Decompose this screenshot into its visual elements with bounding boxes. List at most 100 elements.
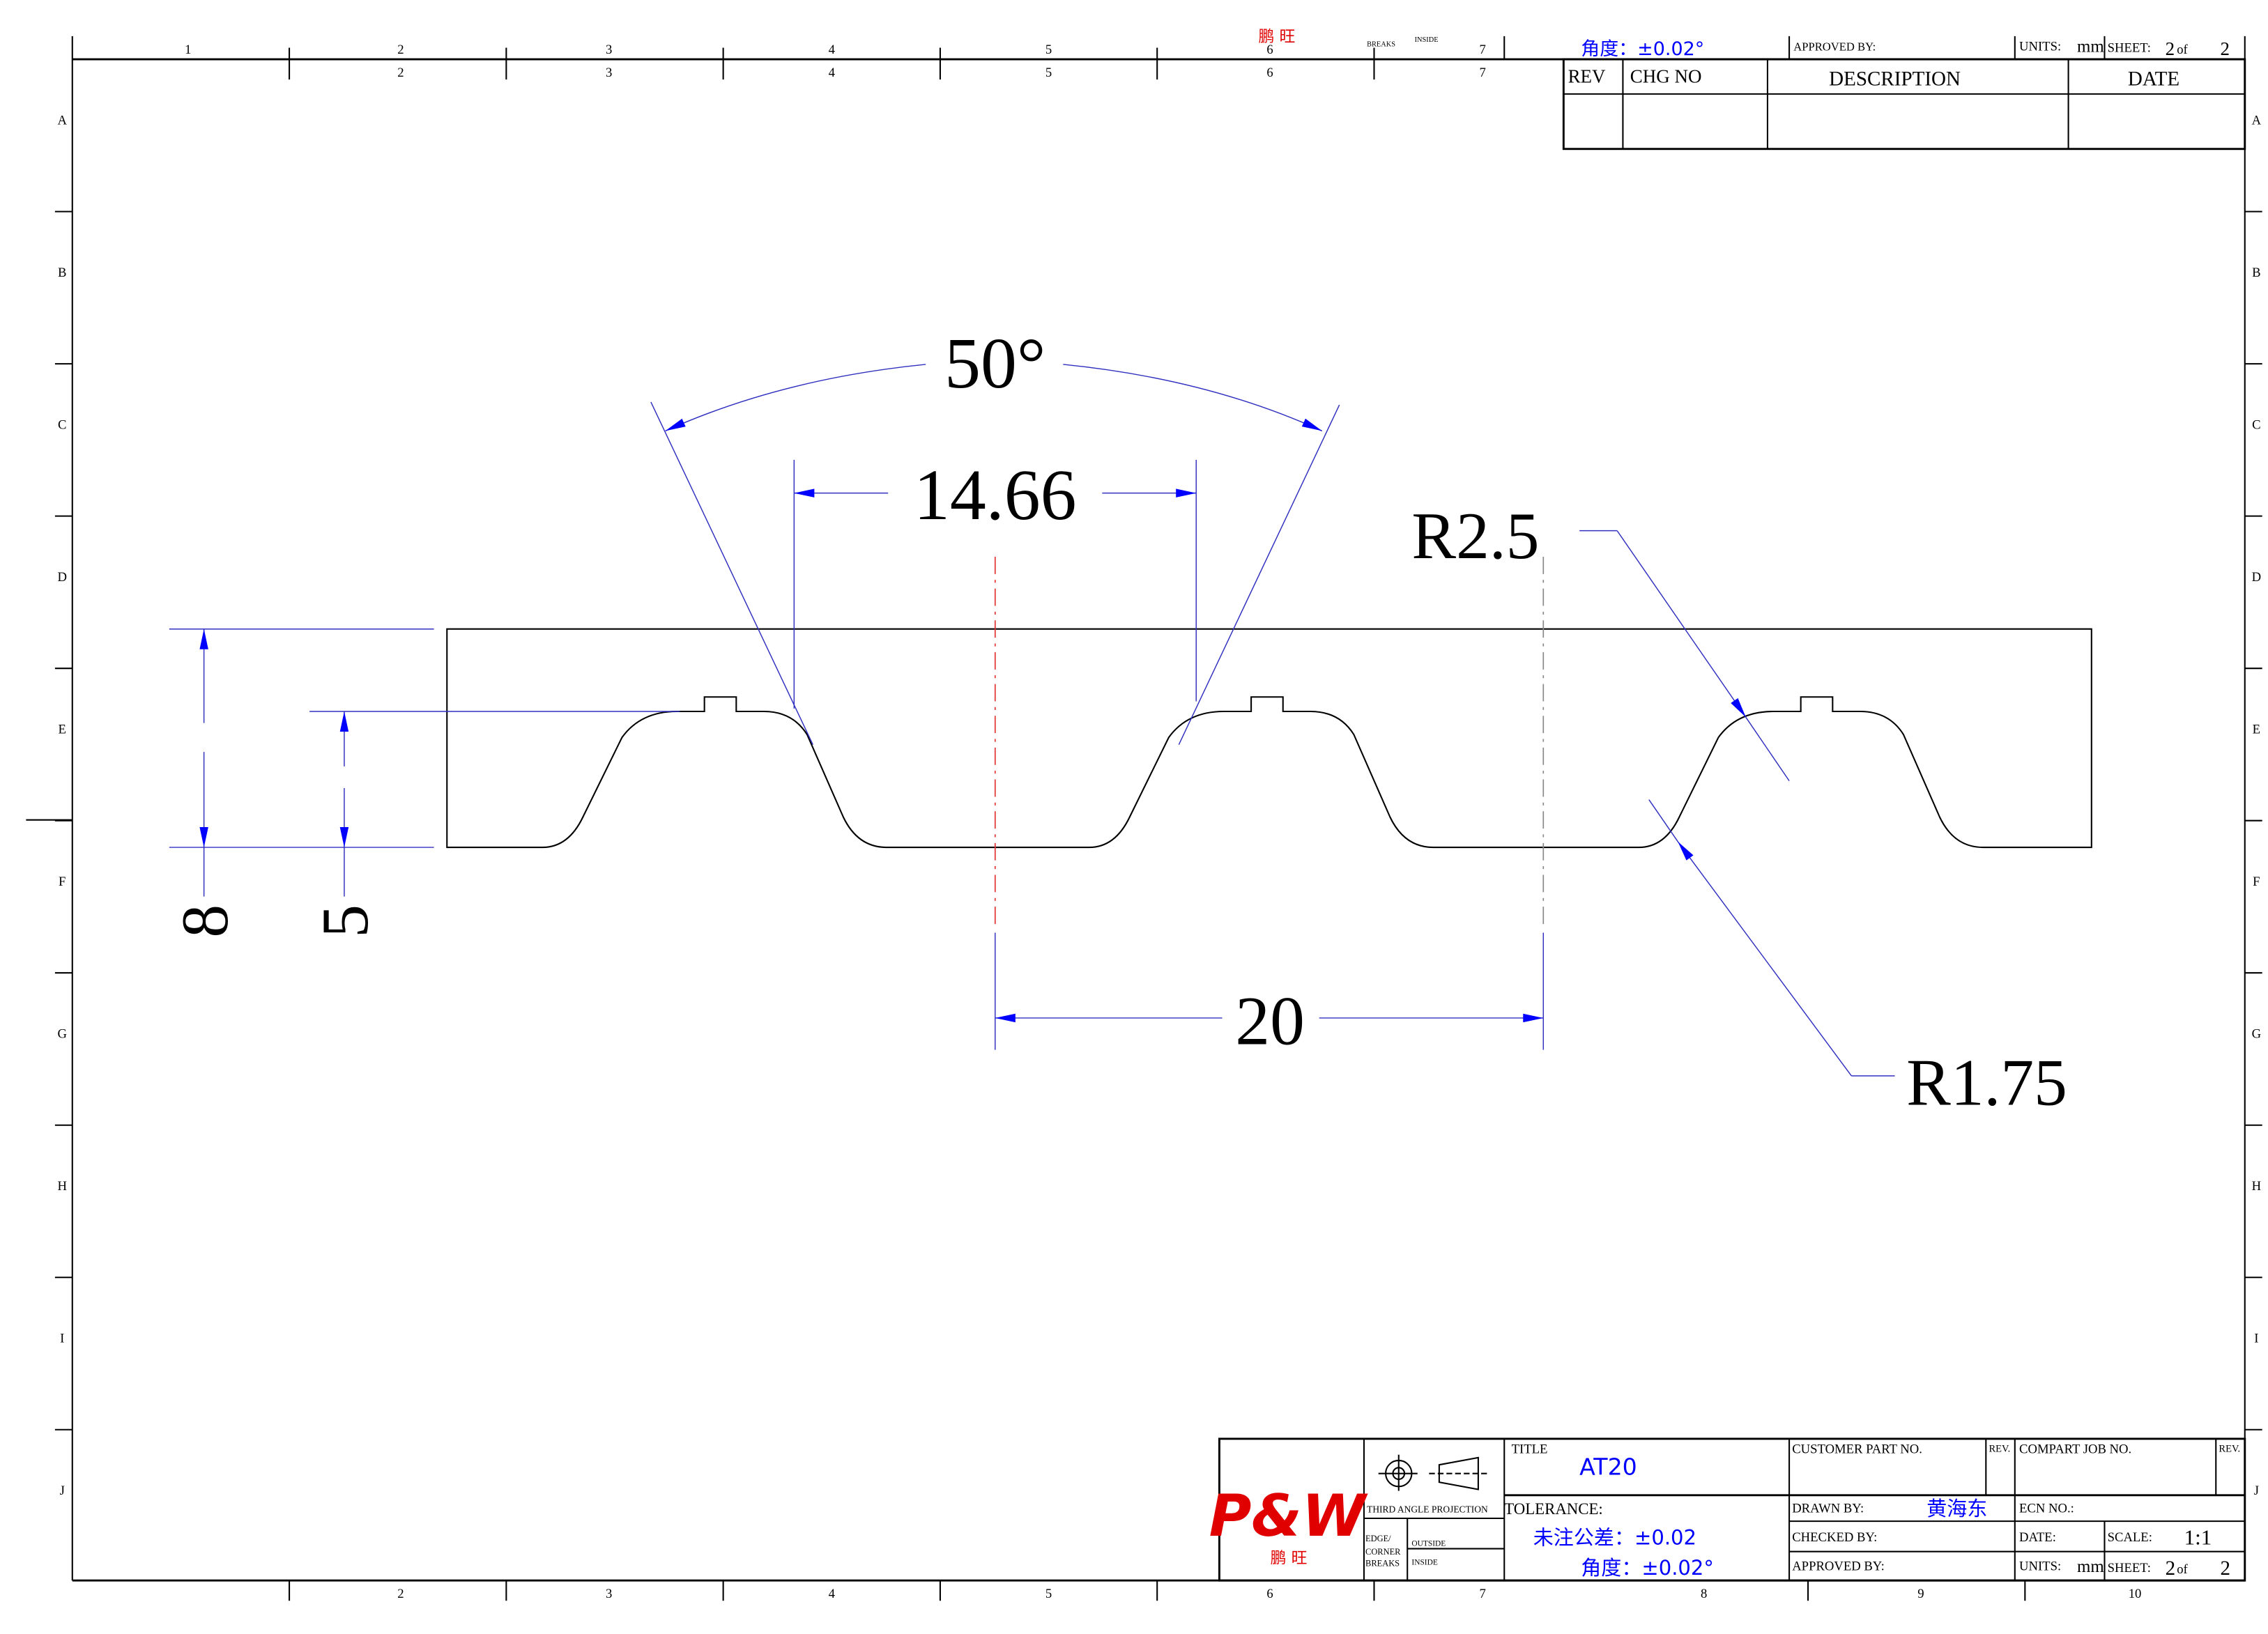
ruler-left-letter: E (59, 723, 66, 737)
customer-part-label: CUSTOMER PART NO. (1792, 1442, 1922, 1457)
ruler-right-letter: I (2254, 1332, 2258, 1346)
title-block: P&W 鹏 旺 THIRD ANGLE PROJECTION EDGE/ COR… (1209, 1438, 2246, 1582)
top-inside: INSIDE (1415, 36, 1439, 44)
units-label: UNITS: (2019, 1559, 2061, 1574)
edge-label-1: EDGE/ (1365, 1534, 1391, 1543)
width-dimension-label: 14.66 (914, 456, 1076, 535)
ruler-left-letter: F (59, 874, 66, 889)
title-label: TITLE (1512, 1442, 1548, 1457)
company-logo: P&W (1209, 1482, 1368, 1550)
drawn-by-value: 黄海东 (1926, 1497, 1987, 1520)
dimension-angle: 50° (650, 324, 1340, 746)
dimension-width: 14.66 (793, 456, 1197, 709)
ruler-bottom-number: 6 (1266, 1587, 1273, 1601)
ruler-right-letter: G (2252, 1027, 2261, 1042)
ruler-bottom-number: 8 (1701, 1587, 1707, 1601)
ruler-left-letter: D (58, 570, 67, 585)
ruler-left-letter: G (58, 1027, 67, 1042)
dimension-total-height: 8 (168, 628, 434, 938)
dimension-tooth-height: 5 (308, 711, 680, 938)
drawn-by-label: DRAWN BY: (1792, 1502, 1864, 1516)
dimension-radius-top: R2.5 (1411, 499, 1790, 782)
top-approved: APPROVED BY: (1793, 40, 1876, 54)
ruler-right-letter: J (2254, 1483, 2259, 1498)
ruler-top-number: 6 (1266, 65, 1273, 80)
ruler-right-letter: F (2253, 874, 2260, 889)
sheet-label: SHEET: (2108, 1561, 2151, 1575)
top-units: UNITS: (2019, 40, 2061, 54)
ruler-right-letter: D (2252, 570, 2261, 585)
revision-table: REV CHG NO DESCRIPTION DATE (1562, 58, 2246, 151)
sheet-total: 2 (2220, 1557, 2230, 1580)
projection-label: THIRD ANGLE PROJECTION (1367, 1504, 1488, 1515)
ruler-top-number: 5 (1045, 43, 1052, 57)
description-header: DESCRIPTION (1829, 68, 1961, 90)
ruler-left-letter: I (60, 1332, 64, 1346)
tolerance-general: 未注公差：±0.02 (1533, 1525, 1696, 1549)
tooth-height-label: 5 (308, 904, 382, 938)
top-units-value: mm (2077, 38, 2104, 56)
edge-label-3: BREAKS (1365, 1558, 1400, 1568)
ruler-bottom-number: 2 (397, 1587, 404, 1601)
sheet-number: 2 (2166, 1557, 2176, 1580)
dimension-pitch: 20 (995, 932, 1545, 1059)
ruler-bottom-number: 4 (829, 1587, 836, 1601)
ruler-left-letter: C (58, 418, 66, 433)
scale-label: SCALE: (2108, 1530, 2152, 1545)
ruler-bottom-number: 7 (1479, 1587, 1485, 1601)
ruler-top-number: 2 (397, 65, 404, 80)
third-angle-projection-icon (1378, 1454, 1490, 1491)
title-value: AT20 (1579, 1454, 1637, 1481)
date-header: DATE (2128, 68, 2179, 90)
chg-no-header: CHG NO (1630, 65, 1702, 86)
ruler-right-letter: C (2252, 418, 2260, 433)
rev-header: REV (1568, 65, 1606, 86)
top-logo-cn: 鹏 旺 (1258, 28, 1295, 46)
tolerance-label: TOLERANCE: (1504, 1500, 1603, 1518)
ruler-top-number: 7 (1479, 65, 1485, 80)
company-logo-cn: 鹏 旺 (1271, 1549, 1308, 1567)
rev-label: REV. (1989, 1444, 2010, 1455)
sheet-frame (26, 36, 2262, 1601)
sheet-of: of (2177, 1562, 2188, 1577)
ruler-bottom-number: 5 (1045, 1587, 1052, 1601)
inside-label: INSIDE (1411, 1558, 1437, 1566)
date-label: DATE: (2019, 1530, 2056, 1545)
ruler-left-letter: J (60, 1483, 65, 1498)
ruler-right-letter: E (2253, 723, 2260, 737)
ecn-label: ECN NO.: (2019, 1502, 2074, 1516)
ruler-bottom-number: 9 (1917, 1587, 1924, 1601)
ruler-left-letter: B (58, 265, 66, 280)
edge-label-2: CORNER (1365, 1547, 1401, 1557)
top-sheet-total: 2 (2220, 38, 2229, 59)
radius-bottom-label: R1.75 (1906, 1045, 2067, 1119)
ruler-top-number: 2 (397, 43, 404, 57)
angle-dimension-label: 50° (944, 324, 1045, 403)
ruler-top-number: 7 (1479, 43, 1485, 57)
outside-label: OUTSIDE (1411, 1539, 1446, 1548)
tolerance-angle: 角度：±0.02° (1581, 1556, 1714, 1580)
dimension-radius-bottom: R1.75 (1648, 799, 2067, 1119)
top-angle-tolerance: 角度：±0.02° (1581, 38, 1704, 60)
scale-value: 1:1 (2184, 1525, 2212, 1549)
belt-profile-outline (446, 628, 2092, 849)
ruler-top-number: 6 (1266, 43, 1273, 57)
ruler-top-number: 5 (1045, 65, 1052, 80)
top-breaks: BREAKS (1367, 40, 1395, 48)
total-height-label: 8 (168, 904, 242, 938)
ruler-bottom-number: 10 (2129, 1587, 2142, 1601)
ruler-bottom-number: 3 (606, 1587, 612, 1601)
ruler-right-letter: H (2252, 1179, 2261, 1194)
ruler-top-number: 4 (829, 43, 836, 57)
pitch-dimension-label: 20 (1235, 982, 1305, 1059)
company-job-label: COMPART JOB NO. (2019, 1442, 2131, 1457)
ruler-right-letter: B (2252, 265, 2260, 280)
radius-top-label: R2.5 (1411, 499, 1539, 573)
top-sheet-num: 2 (2166, 38, 2175, 59)
rev-label-2: REV. (2219, 1444, 2240, 1455)
ruler-left-letter: A (58, 113, 68, 128)
ruler-top-number: 3 (606, 65, 612, 80)
top-of: of (2177, 43, 2188, 57)
